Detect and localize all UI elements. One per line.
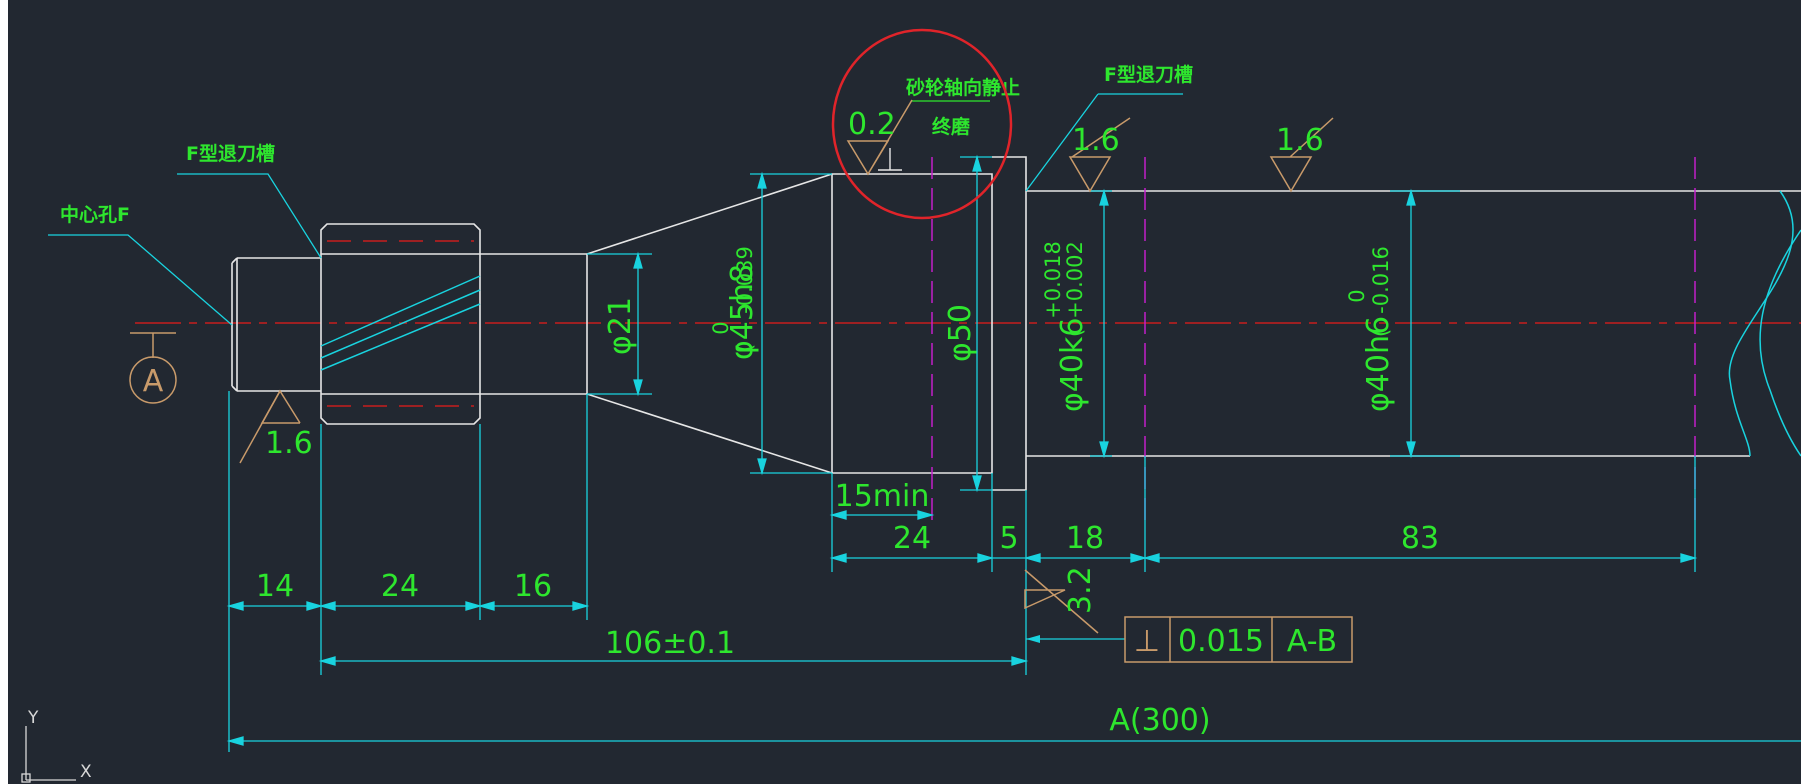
- gdt-frame: [1124, 616, 1353, 663]
- roughness-shaft: 1.6: [1276, 123, 1324, 158]
- dim-24-body: 24: [893, 521, 931, 556]
- markup-circle: [831, 28, 1013, 220]
- dim-phi45-upper: 0: [709, 321, 733, 334]
- dim-phi40h6-upper: 0: [1345, 289, 1369, 302]
- dim-phi45: φ45h8: [725, 264, 760, 360]
- dim-16: 16: [514, 569, 552, 604]
- label-center-hole: 中心孔F: [60, 203, 130, 226]
- dim-83: 83: [1401, 521, 1439, 556]
- dim-phi40k6: φ40k6: [1055, 318, 1090, 412]
- label-final-grind: 终磨: [932, 115, 970, 138]
- horizontal-dimension-lines: [226, 510, 1801, 746]
- dim-24-gear: 24: [381, 569, 419, 604]
- label-groove-right: F型退刀槽: [1104, 63, 1193, 86]
- dim-total: A(300): [1109, 703, 1210, 738]
- dim-phi45-paren: (: [733, 344, 757, 352]
- datum-letter: A: [143, 364, 164, 399]
- gdt-datum: A-B: [1287, 624, 1337, 659]
- gdt-symbol: ⊥: [1134, 624, 1160, 659]
- roughness-left: 1.6: [265, 426, 313, 461]
- roughness-symbols: [239, 99, 1334, 634]
- helical-teeth-lines: [320, 275, 481, 371]
- gdt-value: 0.015: [1178, 624, 1264, 659]
- dim-phi40h6-paren: (: [1369, 329, 1393, 337]
- dim-18: 18: [1066, 521, 1104, 556]
- label-grinding-note: 砂轮轴向静止: [906, 76, 1020, 99]
- viewport-left-border: [0, 0, 8, 784]
- roughness-face: 0.2: [848, 107, 896, 142]
- ucs-x-label: X: [80, 762, 92, 782]
- dim-15min: 15min: [835, 479, 930, 514]
- extension-lines: [228, 156, 1696, 752]
- ucs-icon: [21, 726, 76, 783]
- dim-phi40h6: φ40h6: [1361, 316, 1396, 412]
- dim-phi40k6-lower: +0.002: [1063, 241, 1087, 319]
- dim-106: 106±0.1: [605, 626, 735, 661]
- break-line: [1728, 190, 1801, 457]
- ucs-y-label: Y: [27, 708, 39, 728]
- dim-phi45-lower: -0.039: [733, 246, 757, 314]
- dimension-texts: 14 24 16 106±0.1 A(300) 15min 24 5 18 83…: [256, 241, 1439, 738]
- dim-phi40k6-paren: (: [1063, 329, 1087, 337]
- datum-symbol: [129, 332, 177, 404]
- perpendicular-mark: [878, 148, 902, 171]
- dim-phi40k6-upper: +0.018: [1041, 241, 1065, 319]
- dim-5: 5: [999, 521, 1018, 556]
- dim-14: 14: [256, 569, 294, 604]
- roughness-shoulder: 3.2: [1063, 566, 1098, 614]
- leader-lines: [48, 93, 1183, 640]
- vertical-dimension-lines: [633, 154, 1416, 493]
- datum-arrow: [1026, 635, 1040, 643]
- dim-phi50: φ50: [943, 304, 978, 362]
- gear-pitch-lines: [327, 240, 474, 407]
- dim-phi40h6-lower: -0.016: [1369, 246, 1393, 314]
- phantom-lines: [931, 157, 1696, 520]
- label-groove-left: F型退刀槽: [186, 142, 275, 165]
- dim-phi21: φ21: [603, 297, 638, 355]
- roughness-collar: 1.6: [1072, 123, 1120, 158]
